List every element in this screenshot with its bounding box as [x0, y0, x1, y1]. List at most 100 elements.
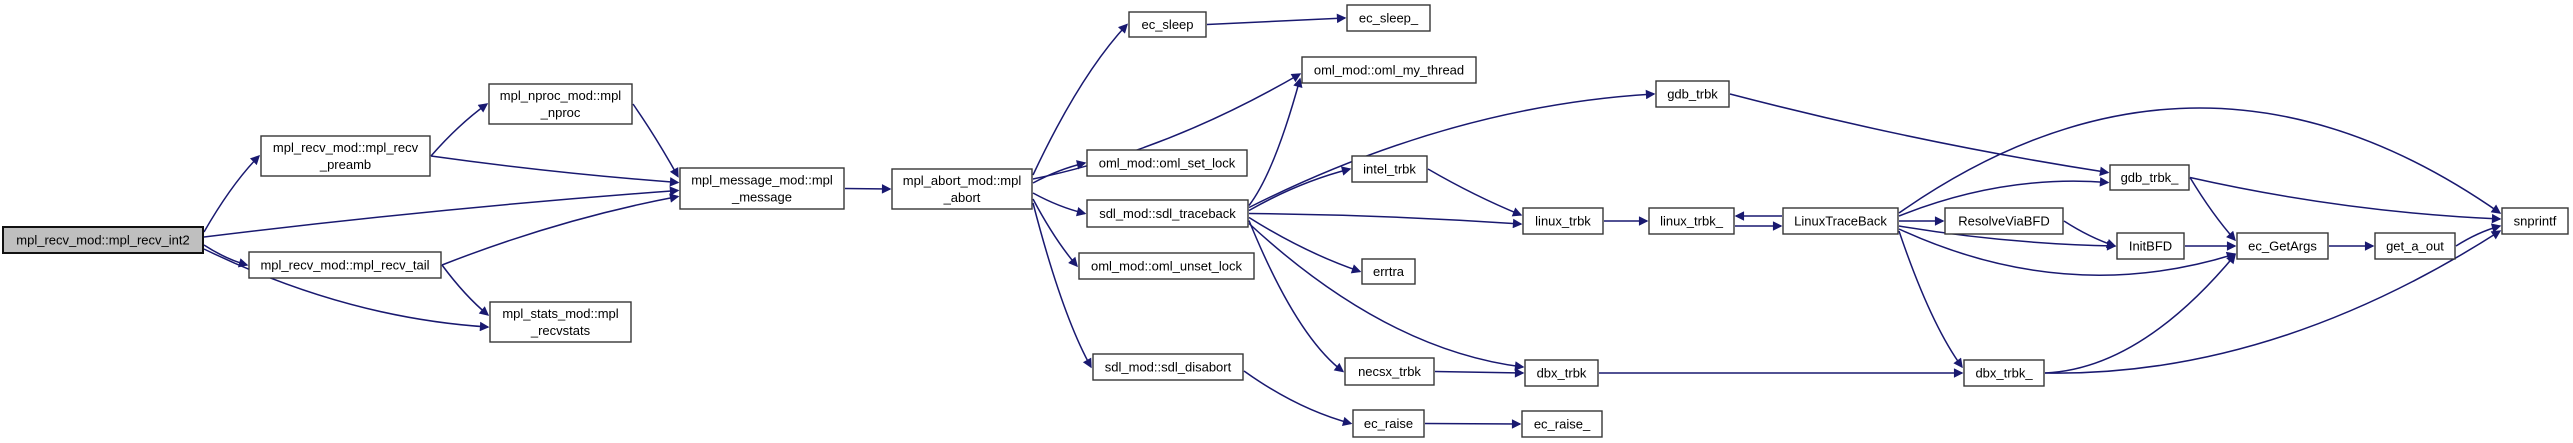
- graph-node-box[interactable]: [1782, 207, 1899, 235]
- graph-node-label: mpl_recv_mod::mpl_recv_preamb: [273, 140, 419, 172]
- edge-mpl_recv_int2-to-mpl_recvstats: [203, 248, 490, 332]
- graph-node-box[interactable]: [2116, 232, 2185, 260]
- graph-node-box[interactable]: [2109, 164, 2190, 191]
- graph-node-label: linux_trbk_: [1660, 214, 1724, 229]
- graph-node-box[interactable]: [2236, 232, 2329, 260]
- graph-node-InitBFD[interactable]: InitBFD: [2116, 232, 2185, 260]
- graph-node-get_a_out[interactable]: get_a_out: [2374, 232, 2456, 260]
- graph-node-sdl_disabort[interactable]: sdl_mod::sdl_disabort: [1092, 353, 1244, 381]
- graph-node-box[interactable]: [1361, 258, 1416, 285]
- graph-node-intel_trbk[interactable]: intel_trbk: [1351, 155, 1428, 183]
- graph-node-box[interactable]: [1944, 207, 2064, 235]
- graph-node-ec_sleep_[interactable]: ec_sleep_: [1346, 4, 1431, 32]
- graph-node-label: mpl_stats_mod::mpl_recvstats: [502, 306, 618, 338]
- graph-node-box[interactable]: [1344, 357, 1435, 386]
- graph-node-box[interactable]: [1086, 199, 1249, 228]
- graph-node-box[interactable]: [260, 135, 431, 177]
- graph-node-mpl_recv_preamb[interactable]: mpl_recv_mod::mpl_recv_preamb: [260, 135, 431, 177]
- edge-sdl_traceback-to-oml_my_thread: [1248, 77, 1303, 206]
- graph-node-box[interactable]: [488, 83, 633, 125]
- graph-node-ec_sleep[interactable]: ec_sleep: [1128, 11, 1207, 38]
- graph-node-LinuxTraceBack[interactable]: LinuxTraceBack: [1782, 207, 1899, 235]
- edge-sdl_disabort-to-ec_raise: [1243, 370, 1353, 427]
- edge-mpl_recv_preamb-to-mpl_message: [430, 155, 680, 187]
- edge-gdb_trbk_-to-ec_GetArgs: [2189, 177, 2236, 242]
- graph-node-ec_GetArgs[interactable]: ec_GetArgs: [2236, 232, 2329, 260]
- graph-node-label: mpl_message_mod::mpl_message: [691, 173, 833, 205]
- edge-dbx_trbk_-to-snprintf: [2044, 230, 2502, 374]
- graph-node-oml_my_thread[interactable]: oml_mod::oml_my_thread: [1301, 56, 1477, 84]
- graph-node-dbx_trbk[interactable]: dbx_trbk: [1524, 359, 1599, 387]
- edge-mpl_message-to-mpl_abort: [844, 184, 892, 194]
- graph-node-label: mpl_recv_mod::mpl_recv_int2: [16, 233, 189, 248]
- graph-node-box[interactable]: [1078, 252, 1255, 280]
- edge-mpl_recv_int2-to-mpl_message: [203, 186, 680, 238]
- edge-LinuxTraceBack-to-snprintf: [1898, 107, 2502, 214]
- graph-node-box[interactable]: [2374, 232, 2456, 260]
- graph-node-box[interactable]: [1521, 410, 1603, 438]
- graph-node-mpl_recvstats[interactable]: mpl_stats_mod::mpl_recvstats: [489, 301, 632, 343]
- graph-node-box[interactable]: [1352, 409, 1425, 438]
- graph-node-box[interactable]: [1524, 359, 1599, 387]
- graph-node-mpl_nproc[interactable]: mpl_nproc_mod::mpl_nproc: [488, 83, 633, 125]
- graph-node-label: snprintf: [2514, 214, 2557, 229]
- edge-mpl_abort-to-oml_set_lock: [1032, 160, 1087, 184]
- graph-node-label: ec_raise: [1364, 416, 1413, 431]
- edge-sdl_traceback-to-necsx_trbk: [1248, 220, 1345, 373]
- edge-necsx_trbk-to-dbx_trbk: [1434, 368, 1525, 378]
- edge-sdl_traceback-to-intel_trbk: [1248, 166, 1352, 212]
- graph-node-snprintf[interactable]: snprintf: [2501, 207, 2569, 235]
- graph-node-box[interactable]: [1086, 149, 1248, 177]
- graph-node-mpl_message[interactable]: mpl_message_mod::mpl_message: [679, 167, 845, 210]
- edge-mpl_recv_tail-to-mpl_message: [441, 193, 680, 266]
- graph-node-oml_unset_lock[interactable]: oml_mod::oml_unset_lock: [1078, 252, 1255, 280]
- graph-node-label: oml_mod::oml_my_thread: [1314, 63, 1464, 78]
- graph-node-box[interactable]: [891, 168, 1033, 210]
- graph-node-label: mpl_recv_mod::mpl_recv_tail: [260, 258, 429, 273]
- graph-node-label: LinuxTraceBack: [1794, 214, 1887, 229]
- graph-node-box[interactable]: [2501, 207, 2569, 235]
- graph-node-necsx_trbk[interactable]: necsx_trbk: [1344, 357, 1435, 386]
- graph-node-mpl_abort[interactable]: mpl_abort_mod::mpl_abort: [891, 168, 1033, 210]
- edge-ec_raise-to-ec_raise_: [1424, 419, 1522, 429]
- graph-node-box[interactable]: [248, 251, 442, 279]
- edge-mpl_abort-to-oml_unset_lock: [1032, 198, 1078, 268]
- edge-mpl_nproc-to-mpl_message: [632, 103, 679, 178]
- graph-node-box[interactable]: [1963, 359, 2045, 387]
- graph-node-label: get_a_out: [2386, 239, 2444, 254]
- graph-node-dbx_trbk_[interactable]: dbx_trbk_: [1963, 359, 2045, 387]
- graph-node-box[interactable]: [489, 301, 632, 343]
- graph-node-box[interactable]: [1351, 155, 1428, 183]
- graph-node-box[interactable]: [1648, 207, 1735, 235]
- graph-node-label: oml_mod::oml_set_lock: [1099, 156, 1236, 171]
- graph-node-box[interactable]: [1128, 11, 1207, 38]
- graph-node-label: errtra: [1373, 264, 1405, 279]
- graph-node-gdb_trbk_[interactable]: gdb_trbk_: [2109, 164, 2190, 191]
- graph-node-linux_trbk_[interactable]: linux_trbk_: [1648, 207, 1735, 235]
- graph-node-oml_set_lock[interactable]: oml_mod::oml_set_lock: [1086, 149, 1248, 177]
- graph-node-ec_raise_[interactable]: ec_raise_: [1521, 410, 1603, 438]
- graph-node-box[interactable]: [1092, 353, 1244, 381]
- edge-sdl_traceback-to-dbx_trbk: [1248, 222, 1525, 371]
- graph-node-label: gdb_trbk: [1667, 87, 1718, 102]
- graph-node-box[interactable]: [1301, 56, 1477, 84]
- edge-ec_sleep-to-ec_sleep_: [1206, 13, 1347, 26]
- graph-node-box[interactable]: [679, 167, 845, 210]
- graph-node-sdl_traceback[interactable]: sdl_mod::sdl_traceback: [1086, 199, 1249, 228]
- graph-node-gdb_trbk[interactable]: gdb_trbk: [1655, 80, 1730, 108]
- graph-node-label: mpl_nproc_mod::mpl_nproc: [500, 88, 621, 120]
- graph-node-mpl_recv_tail[interactable]: mpl_recv_mod::mpl_recv_tail: [248, 251, 442, 279]
- graph-node-box[interactable]: [1655, 80, 1730, 108]
- graph-node-ResolveViaBFD[interactable]: ResolveViaBFD: [1944, 207, 2064, 235]
- graph-node-linux_trbk[interactable]: linux_trbk: [1522, 207, 1604, 235]
- edge-mpl_abort-to-sdl_disabort: [1032, 202, 1092, 369]
- graph-node-ec_raise[interactable]: ec_raise: [1352, 409, 1425, 438]
- edge-LinuxTraceBack-to-gdb_trbk_: [1898, 177, 2110, 217]
- graph-node-box[interactable]: [1522, 207, 1604, 235]
- graph-node-label: intel_trbk: [1363, 162, 1416, 177]
- graph-node-box[interactable]: [1346, 4, 1431, 32]
- graph-node-errtra[interactable]: errtra: [1361, 258, 1416, 285]
- edge-LinuxTraceBack-to-dbx_trbk_: [1898, 230, 1963, 369]
- edge-ResolveViaBFD-to-InitBFD: [2063, 220, 2117, 248]
